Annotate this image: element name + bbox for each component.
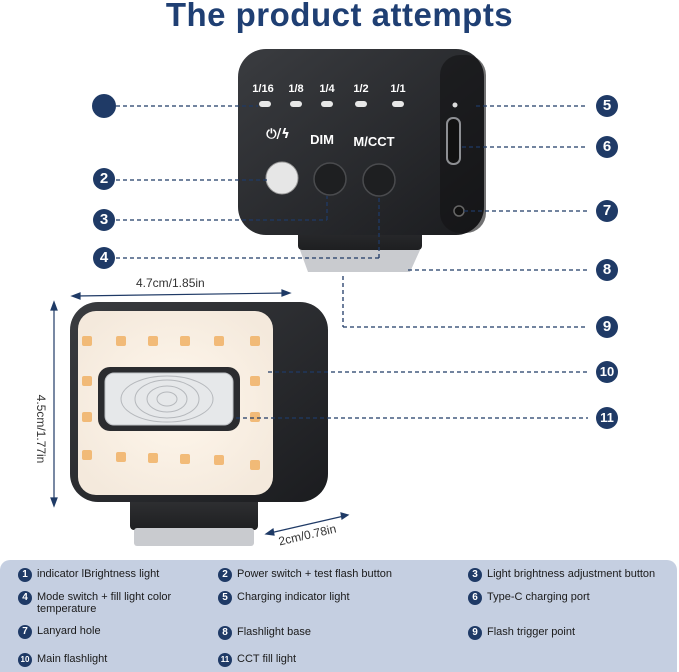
indicator-light [355,101,367,107]
legend-item: 7 Lanyard hole [18,625,101,639]
legend-number: 11 [218,653,232,667]
power-button-label: ⏻/ϟ [266,127,290,142]
indicator-light [321,101,333,107]
indicator-label: 1/2 [353,83,368,95]
back-body [238,49,484,235]
legend-number: 5 [218,591,232,605]
power-button[interactable] [265,161,299,195]
legend-text: Power switch + test flash button [237,568,392,580]
callout-10: 10 [596,361,618,383]
indicator-label: 1/16 [252,83,273,95]
legend-item: 3 Light brightness adjustment button [468,568,655,582]
legend-text: Flashlight base [237,626,311,638]
callout-2: 2 [93,168,115,190]
legend-panel: 1 indicator lBrightness light 2 Power sw… [0,560,677,672]
callout-3: 3 [93,209,115,231]
leader-lines [116,105,588,419]
legend-text: Lanyard hole [37,625,101,637]
back-shoe-plate [300,250,420,272]
callout-5: 5 [596,95,618,117]
lanyard-hole [453,205,465,217]
indicator-light [290,101,302,107]
indicator-label: 1/4 [319,83,335,95]
legend-item: 5 Charging indicator light [218,591,350,605]
legend-text: Flash trigger point [487,626,576,638]
legend-text: Mode switch + fill light color temperatu… [37,591,172,615]
width-dimension: 4.7cm/1.85in [136,276,205,290]
legend-number: 4 [18,591,32,605]
legend-item: 9 Flash trigger point [468,626,575,640]
indicator-light [392,101,404,107]
callout-7: 7 [596,200,618,222]
indicator-label: 1/8 [288,83,303,95]
legend-text: CCT fill light [237,653,297,665]
legend-item: 8 Flashlight base [218,626,311,640]
legend-text: Type-C charging port [487,591,590,603]
legend-number: 3 [468,568,482,582]
legend-item: 11 CCT fill light [218,653,296,667]
legend-item: 2 Power switch + test flash button [218,568,392,582]
callout-11: 11 [596,407,618,429]
indicator-label: 1/1 [390,83,405,95]
legend-number: 7 [18,625,32,639]
mcct-button[interactable] [362,163,396,197]
callout-6: 6 [596,136,618,158]
indicator-light [259,101,271,107]
legend-text: Charging indicator light [237,591,350,603]
callout-8: 8 [596,259,618,281]
device-front-view [70,302,328,546]
legend-item: 4 Mode switch + fill light color tempera… [18,591,207,615]
legend-item: 1 indicator lBrightness light [18,568,159,582]
fill-led-grid [82,336,260,470]
dim-button-label: DIM [310,132,334,147]
legend-number: 8 [218,626,232,640]
product-illustration: 1/16 1/8 1/4 1/2 1/1 ⏻/ϟ DIM M/CCT [50,49,588,546]
legend-number: 2 [218,568,232,582]
legend-item: 6 Type-C charging port [468,591,590,605]
mcct-button-label: M/CCT [353,134,394,149]
charging-indicator-light [452,102,458,108]
main-flashlight [104,372,234,426]
device-back-view: 1/16 1/8 1/4 1/2 1/1 ⏻/ϟ DIM M/CCT [238,49,486,272]
height-dimension: 4.5cm/1.77in [34,394,48,464]
callout-4: 4 [93,247,115,269]
front-shoe-plate [134,528,254,546]
legend-number: 10 [18,653,32,667]
type-c-port [446,117,461,165]
legend-text: Main flashlight [37,653,108,665]
page-title: The product attempts [165,0,514,33]
dim-button[interactable] [313,162,347,196]
legend-number: 9 [468,626,482,640]
legend-number: 6 [468,591,482,605]
fresnel-lens [120,375,214,423]
legend-text: indicator lBrightness light [37,568,160,580]
callout-9: 9 [596,316,618,338]
legend-text: Light brightness adjustment button [487,568,656,580]
callout-1 [92,94,116,118]
legend-number: 1 [18,568,32,582]
dimension-lines [50,289,350,536]
legend-item: 10 Main flashlight [18,653,107,667]
